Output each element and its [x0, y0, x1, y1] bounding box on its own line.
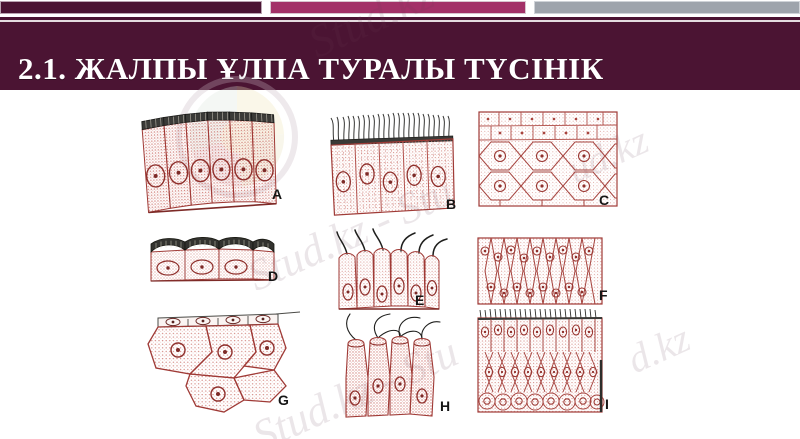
topbar-segment-magenta	[270, 1, 526, 14]
page-title: 2.1. ЖАЛПЫ ҰЛПА ТУРАЛЫ ТҮСІНІК	[18, 51, 604, 86]
panel-g-label: G	[278, 392, 289, 408]
panel-f-label: F	[599, 287, 608, 303]
panel-a-illustration	[141, 111, 277, 214]
panel-g-illustration	[147, 311, 301, 413]
panel-a-simple-columnar-brush-border: A	[140, 110, 285, 215]
panel-d-illustration	[150, 236, 275, 282]
panel-c-stratified-polygonal: C	[477, 110, 622, 210]
panel-c-illustration	[478, 111, 618, 207]
panel-i-illustration	[477, 308, 605, 413]
panel-b-label: B	[446, 196, 457, 212]
panel-f-pseudostratified-columnar: F	[475, 235, 608, 307]
panel-e-flagellated-cells: E	[335, 228, 450, 315]
topbar-segment-gray	[534, 1, 800, 14]
panel-d-low-cuboidal-brush-border: D	[148, 236, 279, 286]
panel-e-illustration	[336, 228, 448, 310]
panel-e-label: E	[415, 292, 425, 308]
panel-i-label: I	[605, 396, 609, 412]
epithelial-tissue-figure: A	[0, 90, 800, 439]
title-band: 2.1. ЖАЛПЫ ҰЛПА ТУРАЛЫ ТҮСІНІК	[0, 17, 800, 90]
panel-b-illustration	[330, 112, 455, 216]
panel-d-label: D	[268, 268, 279, 284]
topbar-spacer-1	[262, 1, 270, 14]
panel-g-large-polygonal-cells: G	[140, 300, 305, 415]
topbar-segment-dark	[0, 1, 262, 14]
panel-b-ciliated-columnar: B	[326, 110, 466, 220]
top-decorative-bar	[0, 0, 800, 16]
panel-f-illustration	[477, 237, 603, 305]
panel-a-label: A	[272, 186, 283, 202]
panel-h-flask-cells-with-flagella: H	[340, 312, 450, 422]
panel-h-illustration	[345, 313, 441, 418]
panel-i-stratified-ciliated-columnar: I	[475, 308, 609, 416]
panel-h-label: H	[440, 398, 451, 414]
topbar-spacer-2	[526, 1, 534, 14]
title-band-rule	[0, 20, 800, 22]
panel-c-label: C	[599, 192, 610, 208]
